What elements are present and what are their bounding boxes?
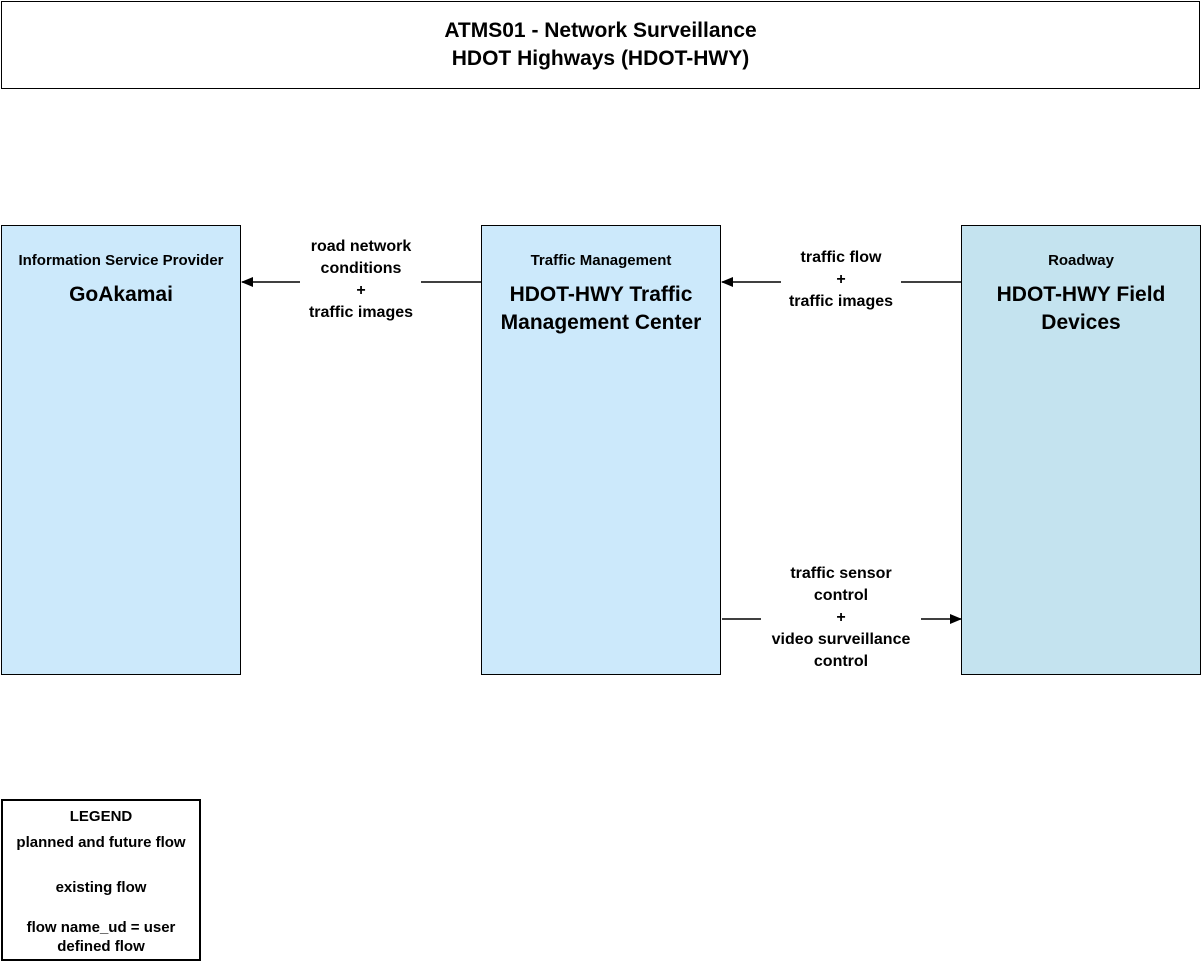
flow-label-line: + [356, 282, 366, 299]
element-roadway: Roadway HDOT-HWY Field Devices [961, 225, 1201, 675]
flow-label-line: control [813, 653, 869, 670]
diagram-title-box: ATMS01 - Network Surveillance HDOT Highw… [1, 1, 1200, 89]
flow-label-tmc-to-roadway: traffic sensor control + video surveilla… [746, 563, 936, 673]
flow-label-roadway-to-tmc: traffic flow + traffic images [761, 247, 921, 313]
legend-user-defined-label-2: defined flow [57, 938, 145, 955]
flow-label-line: video surveillance [771, 631, 911, 648]
flow-label-line: road network [310, 238, 412, 255]
element-category-label: Traffic Management [530, 252, 672, 269]
element-name-label: HDOT-HWY Field Devices [996, 283, 1166, 334]
flow-label-line: traffic flow [800, 249, 882, 266]
legend-planned-label: planned and future flow [16, 834, 186, 851]
legend-title: LEGEND [69, 808, 133, 825]
legend-existing-label: existing flow [55, 879, 147, 896]
flow-label-line: traffic images [788, 293, 894, 310]
flow-label-line: control [813, 587, 869, 604]
diagram-title: ATMS01 - Network Surveillance [444, 19, 757, 42]
element-category-label: Information Service Provider [18, 252, 224, 269]
element-information-service-provider: Information Service Provider GoAkamai [1, 225, 241, 675]
flow-label-tmc-to-isp: road network conditions + traffic images [281, 236, 441, 324]
legend-box: LEGEND planned and future flow existing … [1, 799, 201, 961]
flow-label-line: conditions [320, 260, 402, 277]
flow-label-line: traffic sensor [790, 565, 892, 582]
element-category-label: Roadway [1048, 252, 1114, 269]
element-traffic-management: Traffic Management HDOT-HWY Traffic Mana… [481, 225, 721, 675]
flow-label-line: + [836, 609, 846, 626]
element-name-label: GoAkamai [69, 283, 173, 306]
flow-label-line: + [836, 271, 846, 288]
diagram-subtitle: HDOT Highways (HDOT-HWY) [451, 47, 750, 70]
legend-user-defined-label: flow name_ud = user [26, 919, 176, 936]
element-name-label: HDOT-HWY Traffic Management Center [500, 283, 702, 334]
flow-label-line: traffic images [308, 304, 414, 321]
